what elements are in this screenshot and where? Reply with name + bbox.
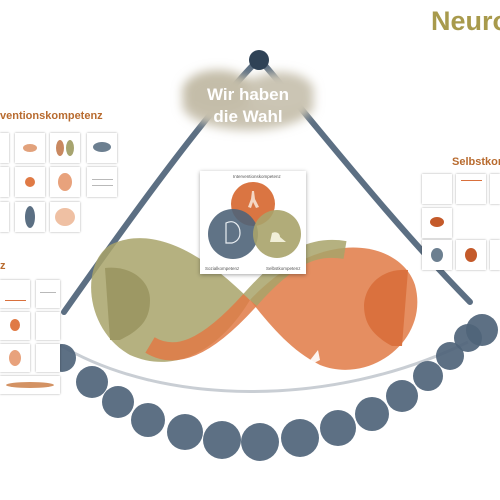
thumbnail-card[interactable] xyxy=(422,240,452,270)
board-title: Neuro xyxy=(431,6,500,36)
venn-diagram xyxy=(208,182,301,259)
venn-label-sozial: Sozialkompetenz xyxy=(205,266,240,271)
bead xyxy=(241,423,279,461)
bead xyxy=(466,314,498,346)
thought-cloud xyxy=(182,70,314,130)
venn-circle-sozial xyxy=(208,209,258,259)
thumbnail-card[interactable] xyxy=(50,133,80,163)
head-icon xyxy=(225,221,241,244)
thumbnail-card[interactable] xyxy=(0,376,60,394)
thumbnail-card[interactable] xyxy=(36,312,60,340)
thumbnail-card[interactable] xyxy=(456,174,486,204)
section-label-left-bottom: z xyxy=(0,260,6,272)
bead xyxy=(76,366,108,398)
venn-diagram-card[interactable]: Interventionskompetenz Sozialkompetenz S… xyxy=(200,171,306,274)
bead xyxy=(320,410,356,446)
thumbnail-card[interactable] xyxy=(36,280,60,308)
thumbnail-card[interactable] xyxy=(36,344,60,372)
bead xyxy=(102,386,134,418)
venn-label-selbst: Selbstkompetenz xyxy=(266,266,301,271)
cloud-caption: Wir haben die Wahl xyxy=(180,84,316,128)
top-node xyxy=(249,50,269,70)
bead xyxy=(203,421,241,459)
thumbnail-card[interactable] xyxy=(87,167,117,197)
thumbnail-card[interactable] xyxy=(456,240,486,270)
bead xyxy=(413,361,443,391)
bead xyxy=(167,414,203,450)
cloud-caption-line1: Wir haben xyxy=(206,85,290,104)
thumbnail-card[interactable] xyxy=(0,280,30,308)
thumbnail-card[interactable] xyxy=(422,208,452,238)
thumbnail-card[interactable] xyxy=(490,240,500,270)
infinity-loop xyxy=(91,232,418,370)
thumbnail-card[interactable] xyxy=(50,202,80,232)
bead xyxy=(355,397,389,431)
thumbnail-card[interactable] xyxy=(50,167,80,197)
thumbnail-card[interactable] xyxy=(422,174,452,204)
thumbnail-card[interactable] xyxy=(0,133,9,163)
section-label-selbst: Selbstkom xyxy=(452,156,500,168)
thumbnail-card[interactable] xyxy=(0,167,9,197)
thumbnail-card[interactable] xyxy=(15,133,45,163)
bead xyxy=(436,342,464,370)
thumbnail-card[interactable] xyxy=(15,167,45,197)
thumbnail-card[interactable] xyxy=(15,202,45,232)
bead xyxy=(281,419,319,457)
thumbnail-card[interactable] xyxy=(0,312,30,340)
venn-label-intervention: Interventionskompetenz xyxy=(233,174,281,179)
thumbnail-card[interactable] xyxy=(0,202,9,232)
thumbnail-card[interactable] xyxy=(87,133,117,163)
bead xyxy=(131,403,165,437)
thumbnail-card[interactable] xyxy=(0,344,30,372)
figure-icon xyxy=(248,191,259,208)
bead xyxy=(386,380,418,412)
meditation-icon xyxy=(270,232,286,242)
thumbnail-card[interactable] xyxy=(490,174,500,204)
section-label-intervention: ventionskompetenz xyxy=(0,110,103,122)
cloud-caption-line2: die Wahl xyxy=(213,107,283,126)
